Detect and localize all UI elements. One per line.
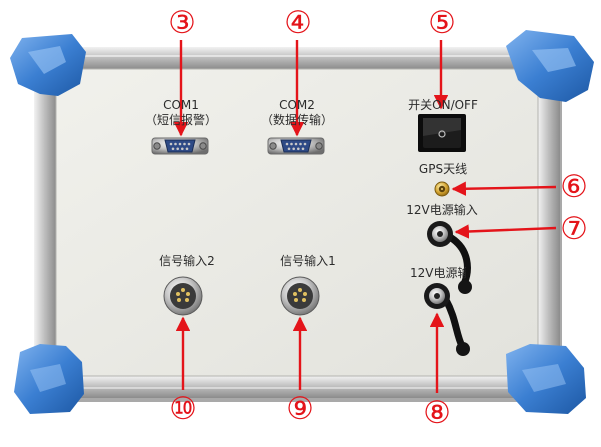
corner-cap-bottom-right (506, 344, 586, 414)
com2-label: COM2 (279, 98, 315, 112)
callout-number-8: ⑧ (423, 395, 451, 431)
com1-label: COM1 (163, 98, 199, 112)
gps-sma-connector (434, 181, 450, 197)
callout-arrow-7 (454, 224, 557, 239)
com2-sublabel: （数据传输） (260, 113, 334, 127)
signal-input-2-label: 信号输入2 (159, 254, 215, 268)
callout-number-3: ③ (168, 5, 196, 41)
callout-number-10: ⑩ (169, 391, 197, 427)
corner-cap-top-left (10, 34, 86, 96)
corner-cap-bottom-left (14, 344, 84, 414)
callout-number-7: ⑦ (560, 211, 588, 247)
switch-label: 开关ON/OFF (408, 98, 478, 112)
power-input-2-label: 12V电源输入 (410, 266, 466, 280)
callout-number-5: ⑤ (428, 5, 456, 41)
signal-input-2-connector (163, 276, 203, 316)
com1-sublabel: （短信报警） (144, 113, 218, 127)
gps-label: GPS天线 (418, 162, 468, 176)
callout-number-6: ⑥ (560, 169, 588, 205)
com1-db9-connector (151, 137, 209, 155)
power-jack-1 (427, 221, 472, 294)
corner-cap-top-right (506, 30, 594, 102)
callout-arrow-6 (451, 181, 557, 196)
callout-number-9: ⑨ (286, 391, 314, 427)
callout-number-4: ④ (284, 5, 312, 41)
signal-input-1-label: 信号输入1 (280, 254, 336, 268)
signal-input-1-connector (280, 276, 320, 316)
power-jack-2 (424, 283, 470, 356)
com2-db9-connector (267, 137, 325, 155)
power-input-1-label: 12V电源输入 (406, 203, 478, 217)
power-rocker-switch (418, 114, 466, 152)
